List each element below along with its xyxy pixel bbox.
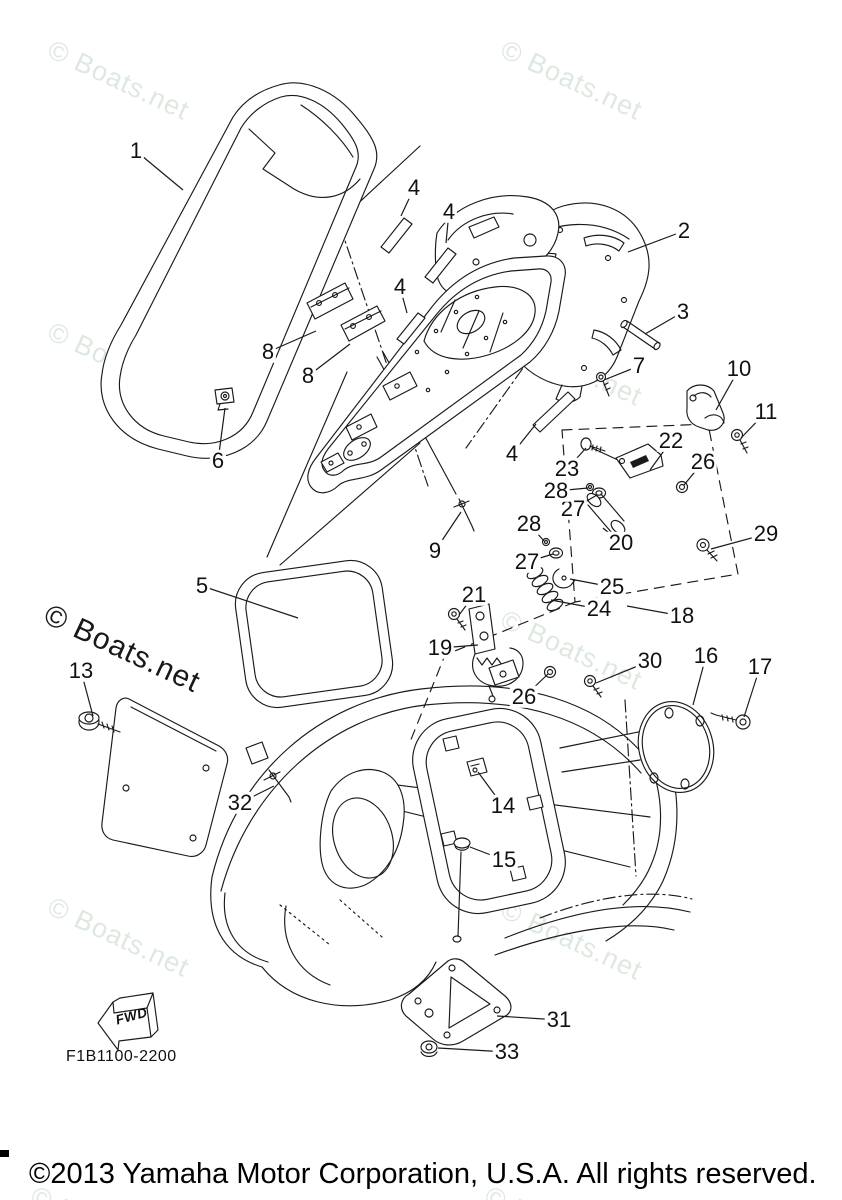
copyright-footer: ©2013 Yamaha Motor Corporation, U.S.A. A… — [29, 1158, 817, 1190]
seat-part — [100, 82, 378, 459]
round-cover-part — [637, 700, 715, 794]
damper-pads-part — [380, 217, 576, 433]
hull-section — [210, 685, 691, 1007]
seat-tray-part — [307, 255, 566, 494]
bracket-part — [400, 958, 512, 1058]
access-plate-part — [101, 697, 229, 858]
fwd-arrow — [97, 992, 159, 1051]
page-edge-mark — [0, 1150, 9, 1157]
hardware-parts — [78, 319, 751, 943]
hinge-plates-part — [306, 282, 386, 342]
gasket-part — [234, 559, 394, 709]
diagram-code: F1B1100-2200 — [66, 1048, 177, 1065]
